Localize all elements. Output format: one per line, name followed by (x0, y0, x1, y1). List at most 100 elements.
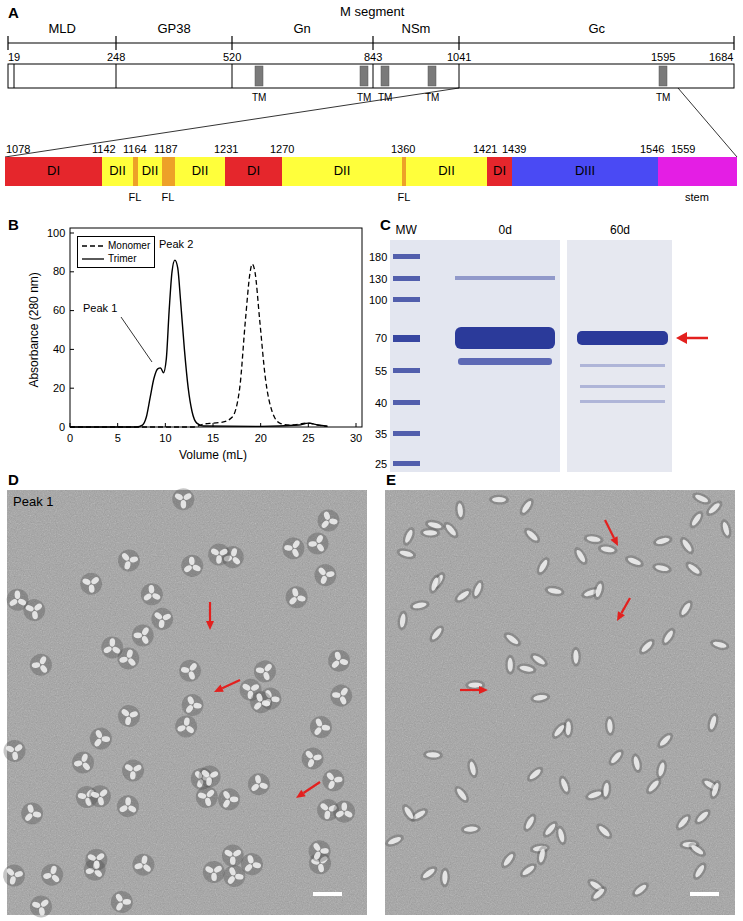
particle-halo (690, 860, 709, 882)
transmembrane-box (360, 66, 368, 86)
marker-band (393, 368, 420, 373)
trimer-particle (115, 645, 142, 672)
trimer-particle (86, 723, 117, 754)
particle-lobe (81, 753, 89, 763)
particle-lobe (297, 595, 307, 603)
legend-line (82, 258, 104, 259)
pointer-arrow-head (296, 790, 306, 798)
particle-lobe (232, 849, 242, 858)
gel-image (567, 240, 672, 472)
peak-label: Peak 1 (83, 302, 117, 315)
particle-halo (114, 700, 145, 731)
monomer-particle (594, 821, 615, 842)
particle-body (690, 844, 704, 856)
protein-band (455, 327, 555, 349)
particle-body (442, 870, 448, 884)
particle-body (473, 582, 483, 597)
particle-body (533, 694, 548, 701)
trimer-trace (70, 260, 327, 427)
particle-lobe (125, 716, 132, 725)
trimer-particle (218, 841, 248, 871)
residue-number: 19 (8, 51, 20, 64)
monomer-particle (597, 543, 618, 556)
legend-row: Monomer (82, 239, 150, 252)
monomer-particle (571, 545, 590, 567)
particle-halo (440, 867, 451, 887)
particle-halo (687, 509, 707, 531)
marker-band (393, 276, 420, 281)
particle-lobe (320, 519, 330, 529)
trimer-particle (318, 765, 349, 796)
monomer-particle (690, 860, 709, 882)
domain-segment: DI (5, 157, 102, 186)
particle-halo (516, 662, 538, 676)
leader-line (121, 317, 152, 362)
particle-halo (177, 551, 208, 582)
particle-lobe (256, 693, 264, 703)
particle-lobe (141, 626, 150, 636)
micrograph-grain (385, 490, 735, 915)
axis-tick (70, 233, 74, 234)
particle-lobe (123, 899, 132, 905)
monomer-particle (469, 578, 486, 600)
particle-lobe (8, 598, 18, 607)
particle-lobe (185, 704, 195, 714)
particle-halo (521, 525, 543, 546)
particle-body (422, 867, 436, 879)
monomer-particle (654, 758, 668, 780)
axis-title: Volume (mL) (179, 449, 247, 463)
particle-lobe (230, 548, 238, 558)
particle-body (592, 887, 606, 900)
gel-image (390, 240, 560, 472)
domain-segment: DI (487, 157, 512, 186)
particle-lobe (339, 687, 349, 697)
particle-lobe (320, 848, 329, 854)
particle-lobe (227, 875, 237, 885)
particle-lobe (33, 602, 43, 612)
particle-body (519, 665, 534, 673)
trimer-particle (297, 743, 328, 774)
particle-halo (571, 545, 590, 567)
particle-body (521, 864, 535, 877)
transmembrane-box (381, 66, 389, 86)
monomer-particle (440, 867, 451, 887)
particle-lobe (14, 590, 20, 599)
particle-halo (683, 559, 705, 579)
particle-body (696, 810, 710, 823)
panel-c-gel (390, 240, 708, 472)
micrograph (1, 484, 367, 919)
particle-body (560, 778, 570, 793)
transmembrane-box (428, 66, 436, 86)
molecular-weight-marker: 130 (369, 273, 387, 286)
tm-label: TM (252, 92, 266, 104)
protein-region-name: NSm (402, 22, 431, 37)
particle-body (663, 629, 675, 644)
trimer-particle (329, 797, 359, 827)
trimer-particle (176, 657, 204, 685)
particle-body (430, 577, 439, 592)
ruler-tick (733, 36, 734, 50)
particle-body (456, 589, 470, 601)
particle-halo (583, 533, 604, 546)
pointer-arrow-head (610, 536, 618, 546)
residue-number: 843 (364, 51, 382, 64)
particle-halo (709, 637, 731, 652)
monomer-particle (659, 625, 678, 647)
monomer-particle (686, 840, 708, 860)
residue-number: 1421 (473, 143, 497, 156)
monomer-particle (454, 500, 466, 521)
trimer-particle (248, 689, 274, 715)
particle-halo (540, 819, 561, 841)
particle-lobe (39, 664, 48, 674)
particle-body (469, 761, 477, 776)
cleavage-line (116, 64, 117, 88)
residue-number: 1439 (502, 143, 526, 156)
axis-tick-label: 5 (115, 432, 121, 445)
trimer-particle (118, 756, 148, 786)
particle-lobe (14, 743, 24, 753)
monomer-particle (535, 845, 549, 867)
pointer-arrow (303, 782, 320, 793)
particle-lobe (77, 792, 86, 799)
cleavage-line (459, 64, 460, 88)
particle-lobe (39, 655, 48, 665)
